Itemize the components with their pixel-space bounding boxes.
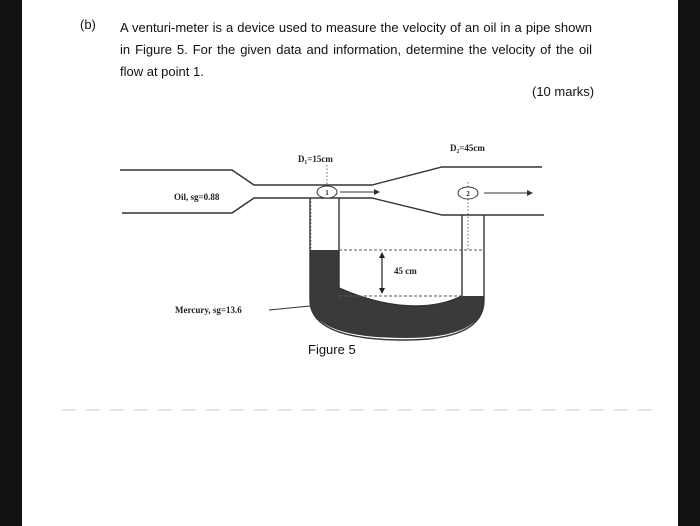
mercury-leader-line: [268, 305, 311, 311]
u-tube-inner: [338, 198, 463, 307]
height-arrow-top: [379, 252, 385, 258]
mercury-right-level: [462, 296, 484, 302]
height-arrow-bottom: [379, 288, 385, 294]
right-dark-border: [678, 0, 700, 526]
marks-label: (10 marks): [532, 84, 595, 99]
u-tube-outer: [309, 198, 485, 341]
oil-label: Oil, sg=0.88: [174, 192, 220, 202]
left-dark-border: [0, 0, 22, 526]
mercury-fill: [310, 250, 484, 338]
height-label: 45 cm: [394, 266, 417, 276]
pipe-top-wall: [120, 166, 542, 186]
d2-label: D₂=45cm: [450, 143, 485, 153]
flow-arrow-1-head: [374, 189, 380, 195]
point-1-label: 1: [325, 189, 329, 197]
document-page: (b) A venturi-meter is a device used to …: [22, 0, 678, 526]
question-label: (b): [80, 17, 96, 32]
d1-label: D₁=15cm: [298, 154, 333, 164]
pipe-bottom-wall: [122, 197, 544, 216]
point-1-marker: [316, 185, 338, 199]
question-text: A venturi-meter is a device used to meas…: [120, 20, 592, 79]
flow-arrow-2-head: [527, 190, 533, 196]
venturi-meter-figure: 1 2 45 cm D₁=15cm D₂=45cm Oil, sg=0.88 M…: [62, 143, 662, 411]
figure-caption: Figure 5: [308, 342, 356, 357]
point-2-label: 2: [466, 190, 470, 198]
mercury-label: Mercury, sg=13.6: [175, 305, 242, 315]
